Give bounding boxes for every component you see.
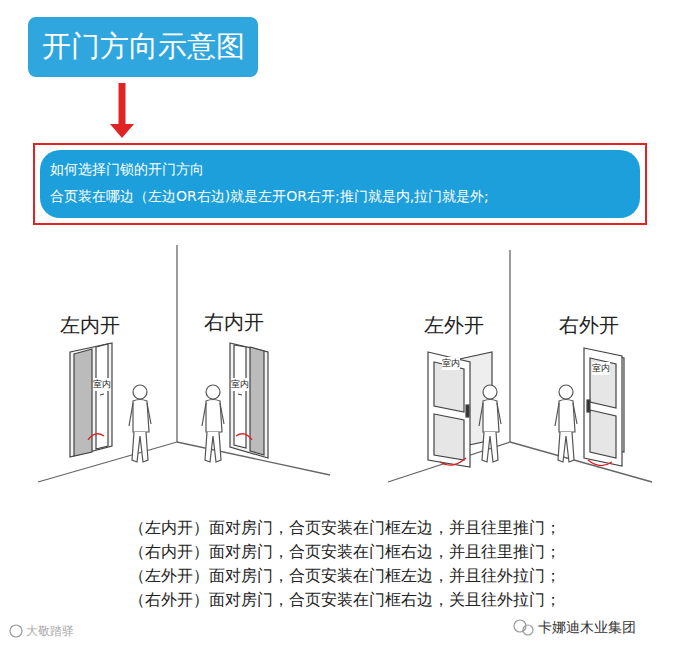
explanation-line: （左内开）面对房门，合页安装在门框左边，并且往里推门； [129,518,561,539]
door-type-label: 左内开 [60,312,120,339]
title-box: 开门方向示意图 [28,17,258,77]
door-type-label: 左外开 [424,312,484,339]
explanation-line: （左外开）面对房门，合页安装在门框左边，并且往外拉门； [129,566,561,587]
room-label: 室内 [93,378,111,391]
room-label: 室内 [442,357,460,370]
room-label: 室内 [592,362,610,375]
red-arrow [110,83,134,138]
explanation-line: （右内开）面对房门，合页安装在门框右边，并且往里推门； [129,542,561,563]
door-type-label: 右内开 [204,309,264,336]
room-label: 室内 [231,378,249,391]
watermark: 卡娜迪木业集团 [538,619,636,637]
note-heading: 如何选择门锁的开门方向 [50,156,628,183]
note-box: 如何选择门锁的开门方向合页装在哪边（左边OR右边)就是左开OR右开;推门就是内,… [33,143,647,225]
note-body: 合页装在哪边（左边OR右边)就是左开OR右开;推门就是内,拉门就是外; [50,183,628,210]
title-text: 开门方向示意图 [32,19,255,75]
watermark: 大敬踏驿 [26,623,74,640]
door-type-label: 右外开 [559,312,619,339]
blue-band: 如何选择门锁的开门方向合页装在哪边（左边OR右边)就是左开OR右开;推门就是内,… [40,150,640,218]
explanation-line: （右外开）面对房门，合页安装在门框右边，关且往外拉门； [129,590,561,611]
